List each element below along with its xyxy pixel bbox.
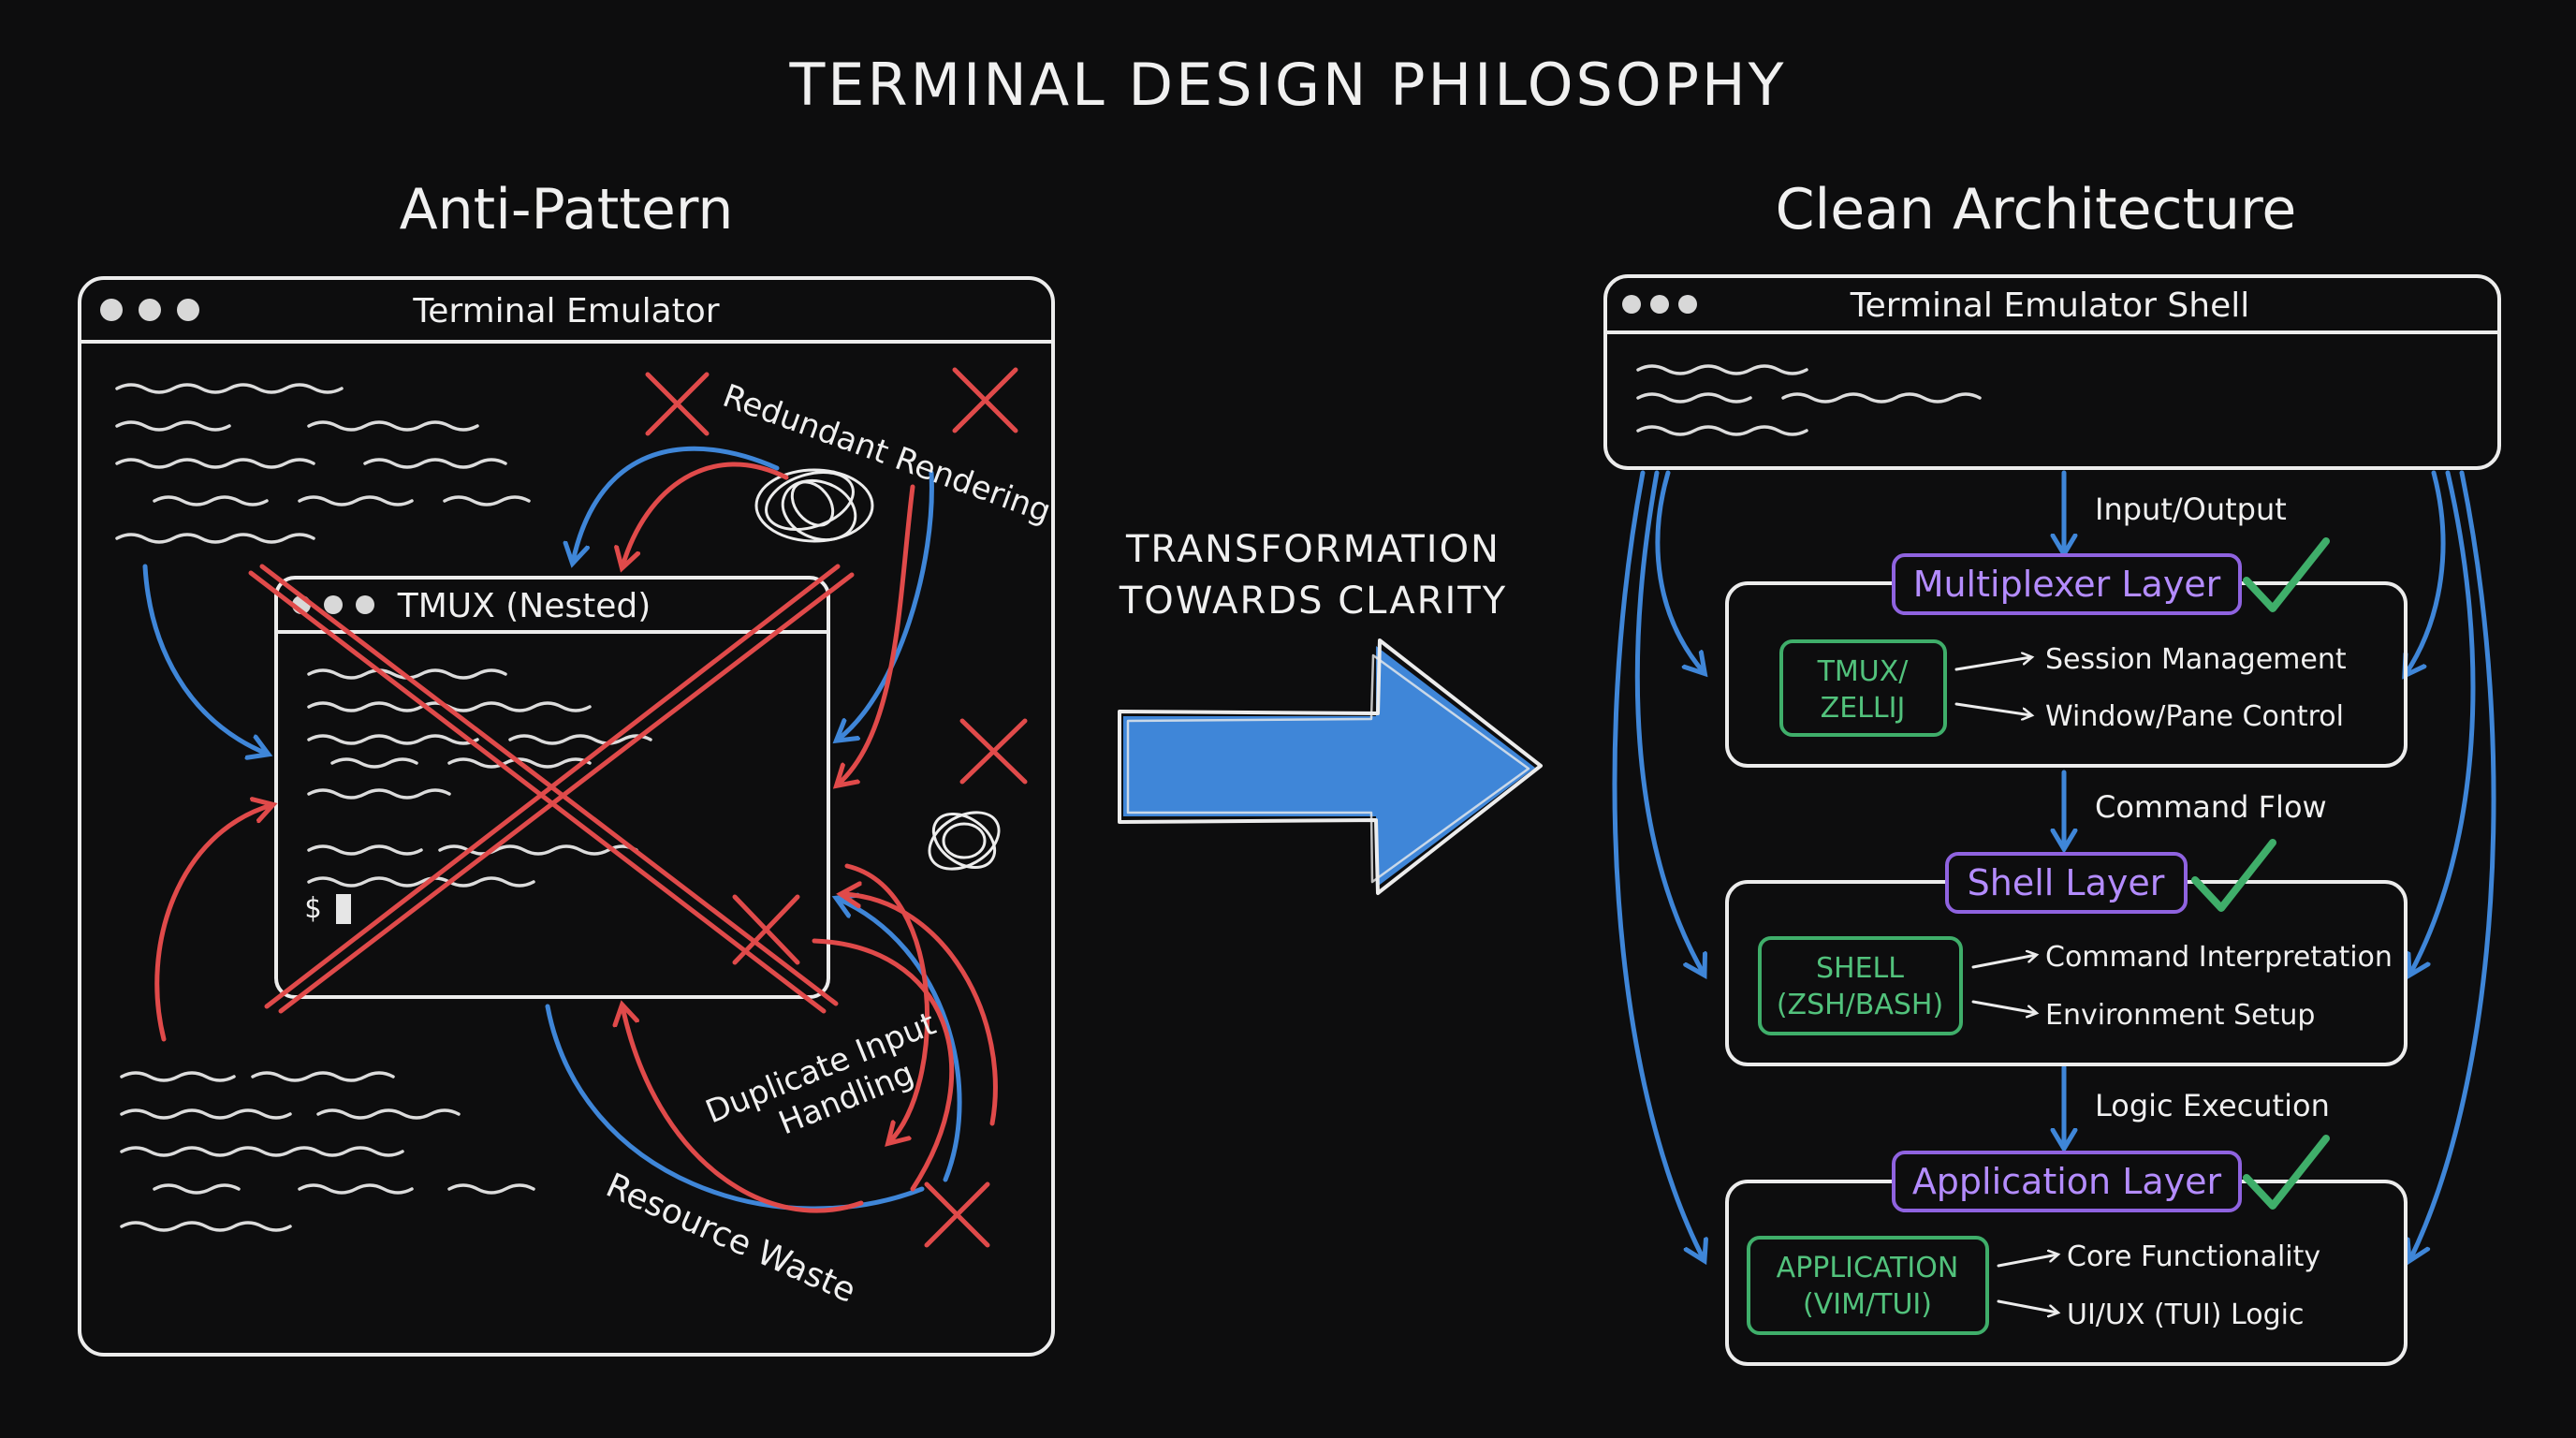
window-dot-icon: [356, 595, 374, 614]
shell-prompt: $: [304, 892, 321, 925]
check-icon: [2243, 537, 2330, 612]
nested-tmux-window: [274, 576, 830, 999]
command-flow-arrow: Command Flow: [2064, 770, 2327, 847]
tmux-zellij-line1: TMUX/: [1817, 655, 1910, 688]
tmux-zellij-component: [1779, 639, 1947, 737]
logic-flow-arrow: Logic Execution: [2064, 1064, 2330, 1147]
diagram-title: TERMINAL DESIGN PHILOSOPHY: [788, 51, 1786, 119]
transformation-line1: TRANSFORMATION: [1125, 528, 1500, 571]
crossed-out-x-icon: [248, 564, 855, 1014]
window-dot-icon: [1678, 295, 1697, 314]
application-component-line1: APPLICATION: [1777, 1252, 1959, 1284]
blue-flow-arrows: [142, 446, 962, 1211]
terminal-emulator-title: Terminal Emulator: [412, 292, 719, 330]
shell-text-squiggles: [1636, 364, 1982, 436]
terminal-emulator-shell-title: Terminal Emulator Shell: [1850, 286, 2249, 325]
window-dot-icon: [177, 299, 199, 321]
tangled-scribble-icon: [928, 811, 1001, 871]
shell-layer-name: Shell Layer: [1968, 862, 2165, 903]
shell-component: [1758, 936, 1963, 1035]
window-dot-icon: [100, 299, 123, 321]
transformation-section: TRANSFORMATION TOWARDS CLARITY: [1118, 528, 1543, 895]
side-flow-arrows: [1612, 470, 2496, 1259]
command-interpretation-feature: Command Interpretation: [2045, 941, 2393, 974]
transformation-line2: TOWARDS CLARITY: [1119, 580, 1507, 623]
red-x-mark-icon: [645, 372, 710, 436]
tmux-zellij-line2: ZELLIJ: [1821, 692, 1906, 725]
shell-component-line1: SHELL: [1816, 952, 1904, 985]
red-x-mark-icon: [732, 894, 800, 965]
text-squiggles-bottom: [120, 1071, 535, 1232]
window-dot-icon: [1622, 295, 1641, 314]
clean-architecture-heading: Clean Architecture: [1776, 177, 2297, 242]
session-management-feature: Session Management: [2045, 643, 2347, 676]
text-squiggles-top: [115, 383, 531, 544]
window-dot-icon: [139, 299, 161, 321]
tangled-scribble-icon: [754, 468, 874, 543]
nested-tmux-title: TMUX (Nested): [397, 587, 651, 625]
environment-setup-feature: Environment Setup: [2045, 999, 2315, 1032]
shell-layer: Shell Layer SHELL (ZSH/BASH) Command Int…: [1725, 839, 2408, 1066]
ui-ux-tui-logic-feature: UI/UX (TUI) Logic: [2067, 1299, 2304, 1331]
logic-flow-label: Logic Execution: [2095, 1088, 2330, 1123]
terminal-emulator-window: [78, 276, 1055, 1357]
application-component-line2: (VIM/TUI): [1803, 1288, 1932, 1321]
red-x-mark-icon: [952, 367, 1018, 433]
application-component: [1747, 1236, 1989, 1335]
io-flow-arrow: Input/Output: [2064, 470, 2287, 552]
terminal-emulator-shell-window: [1603, 274, 2501, 470]
window-dot-icon: [324, 595, 343, 614]
application-layer: Application Layer APPLICATION (VIM/TUI) …: [1725, 1135, 2408, 1366]
multiplexer-layer-name: Multiplexer Layer: [1913, 564, 2221, 605]
shell-layer-badge: [1945, 852, 2188, 914]
check-icon: [2243, 1135, 2330, 1210]
red-x-mark-icon: [924, 1181, 990, 1248]
red-x-mark-icon: [959, 718, 1028, 785]
multiplexer-layer: Multiplexer Layer TMUX/ ZELLIJ Session M…: [1725, 537, 2408, 768]
command-flow-label: Command Flow: [2095, 789, 2327, 825]
application-layer-badge: [1892, 1151, 2242, 1212]
shell-component-line2: (ZSH/BASH): [1777, 989, 1943, 1021]
multiplexer-layer-badge: [1892, 553, 2242, 615]
window-pane-control-feature: Window/Pane Control: [2045, 700, 2344, 733]
io-flow-label: Input/Output: [2095, 492, 2287, 527]
anti-pattern-heading: Anti-Pattern: [400, 177, 734, 242]
check-icon: [2191, 839, 2276, 912]
cursor-block: [336, 894, 351, 924]
clean-architecture-panel: Clean Architecture Terminal Emulator She…: [1603, 177, 2501, 1366]
red-flow-arrows: [154, 462, 998, 1213]
window-dot-icon: [1650, 295, 1669, 314]
application-layer-name: Application Layer: [1912, 1161, 2222, 1202]
core-functionality-feature: Core Functionality: [2067, 1240, 2320, 1273]
transformation-arrow-icon: [1118, 638, 1543, 895]
